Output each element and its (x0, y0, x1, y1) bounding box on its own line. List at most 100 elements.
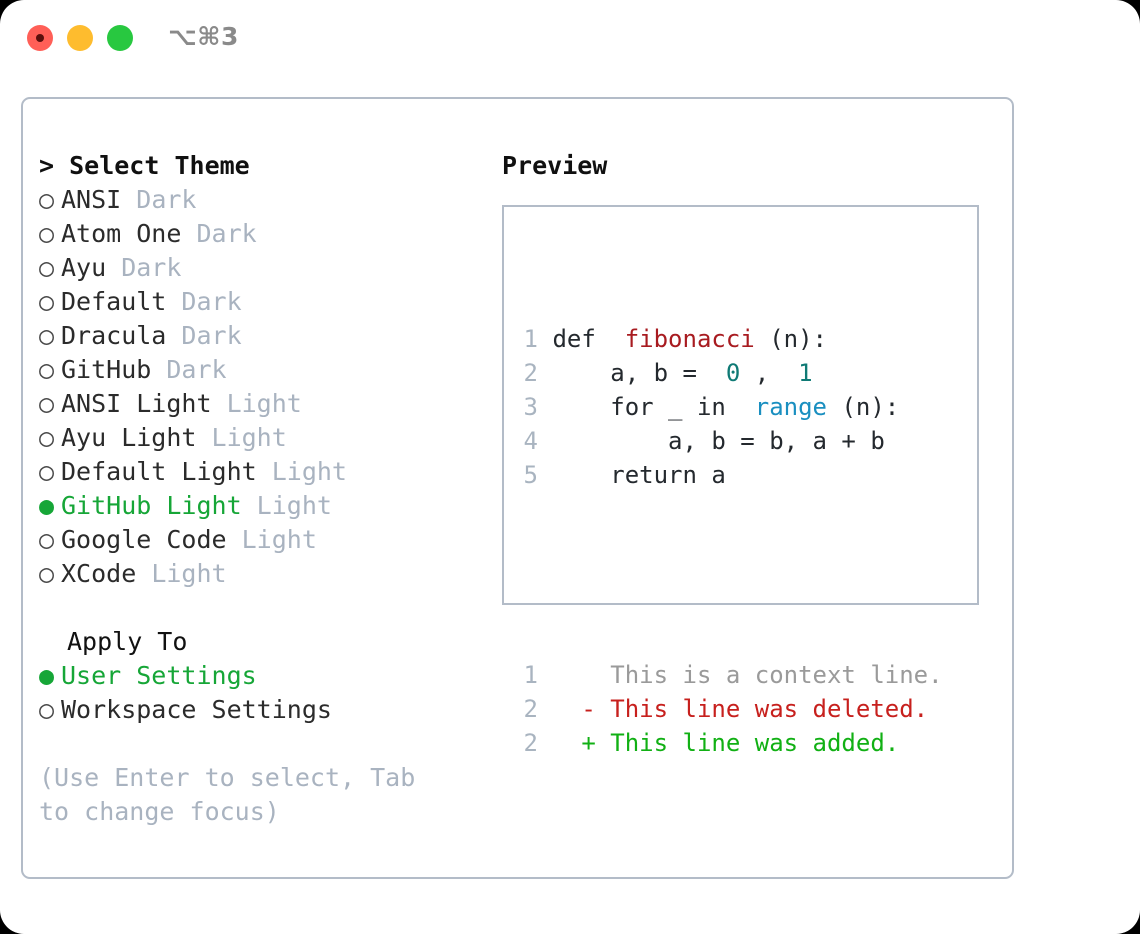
preview-title: Preview (502, 151, 608, 180)
title-bar: ⌥⌘3 (0, 0, 1140, 78)
theme-option-google-code[interactable]: ○Google Code Light (39, 523, 489, 557)
code-token-plain: def (538, 325, 611, 353)
radio-selected-icon: ● (39, 661, 55, 690)
apply-to-option-user-settings[interactable]: ●User Settings (39, 659, 489, 693)
code-line: 5 return a (516, 458, 943, 492)
line-number: 5 (523, 461, 538, 489)
maximize-button[interactable] (107, 25, 133, 51)
line-number: 1 (523, 325, 538, 353)
diff-line-text: + This line was added. (538, 729, 900, 757)
theme-option-ayu[interactable]: ○Ayu Dark (39, 251, 489, 285)
theme-option-label: Default Light (61, 457, 257, 486)
theme-option-label: Atom One (61, 219, 182, 248)
code-line: 3 for _ in range (n): (516, 390, 943, 424)
line-number: 2 (523, 695, 538, 723)
radio-unselected-icon: ○ (39, 287, 55, 316)
theme-option-label: GitHub (61, 355, 152, 384)
theme-option-label: Google Code (61, 525, 227, 554)
theme-option-github-light[interactable]: ●GitHub Light Light (39, 489, 489, 523)
code-token-plain: for _ in (538, 393, 741, 421)
apply-to-option-workspace-settings[interactable]: ○Workspace Settings (39, 693, 489, 727)
code-token-fn: fibonacci (610, 325, 755, 353)
theme-option-default[interactable]: ○Default Dark (39, 285, 489, 319)
line-number: 4 (523, 427, 538, 455)
line-number: 3 (523, 393, 538, 421)
line-number: 2 (523, 359, 538, 387)
theme-variant-tag: Dark (166, 287, 242, 316)
line-number: 2 (523, 729, 538, 757)
minimize-button[interactable] (67, 25, 93, 51)
code-token-call: range (740, 393, 827, 421)
theme-variant-tag: Dark (181, 219, 257, 248)
code-line: 1 def fibonacci (n): (516, 322, 943, 356)
radio-unselected-icon: ○ (39, 389, 55, 418)
theme-variant-tag: Dark (151, 355, 227, 384)
apply-to-option-label: Workspace Settings (61, 695, 332, 724)
theme-list: ○ANSI Dark○Atom One Dark○Ayu Dark○Defaul… (39, 183, 489, 591)
radio-unselected-icon: ○ (39, 423, 55, 452)
diff-lines: 1 This is a context line.2 - This line w… (516, 658, 943, 760)
theme-option-github[interactable]: ○GitHub Dark (39, 353, 489, 387)
close-button[interactable] (27, 25, 53, 51)
theme-option-label: GitHub Light (61, 491, 242, 520)
code-line: 2 a, b = 0 , 1 (516, 356, 943, 390)
theme-variant-tag: Light (196, 423, 287, 452)
theme-option-label: Ayu (61, 253, 107, 282)
diff-line-del: 2 - This line was deleted. (516, 692, 943, 726)
code-token-plain: (n): (827, 393, 900, 421)
radio-unselected-icon: ○ (39, 559, 55, 588)
theme-variant-tag: Dark (166, 321, 242, 350)
theme-option-ansi-light[interactable]: ○ANSI Light Light (39, 387, 489, 421)
theme-option-default-light[interactable]: ○Default Light Light (39, 455, 489, 489)
line-number: 1 (523, 661, 538, 689)
radio-unselected-icon: ○ (39, 457, 55, 486)
theme-option-label: ANSI Light (61, 389, 212, 418)
radio-unselected-icon: ○ (39, 525, 55, 554)
code-token-plain: a, b = (538, 359, 712, 387)
theme-variant-tag: Light (256, 457, 347, 486)
radio-unselected-icon: ○ (39, 695, 55, 724)
diff-line-text: This is a context line. (538, 661, 943, 689)
radio-selected-icon: ● (39, 491, 55, 520)
code-token-num: 1 (783, 359, 813, 387)
theme-option-label: XCode (61, 559, 137, 588)
theme-option-label: Default (61, 287, 167, 316)
theme-option-label: Dracula (61, 321, 167, 350)
keyboard-hint: (Use Enter to select, Tab to change focu… (39, 763, 416, 826)
theme-variant-tag: Light (241, 491, 332, 520)
theme-option-ayu-light[interactable]: ○Ayu Light Light (39, 421, 489, 455)
main-panel: > Select Theme ○ANSI Dark○Atom One Dark○… (21, 97, 1014, 879)
diff-line-add: 2 + This line was added. (516, 726, 943, 760)
apply-to-option-label: User Settings (61, 661, 257, 690)
code-token-plain: a, b = b, a + b (538, 427, 885, 455)
theme-variant-tag: Light (226, 525, 317, 554)
code-line: 4 a, b = b, a + b (516, 424, 943, 458)
theme-option-dracula[interactable]: ○Dracula Dark (39, 319, 489, 353)
code-token-plain: , (740, 359, 784, 387)
diff-line-text: - This line was deleted. (538, 695, 929, 723)
theme-option-atom-one[interactable]: ○Atom One Dark (39, 217, 489, 251)
preview-pane: Preview 1 def fibonacci (n):2 a, b = 0 ,… (502, 149, 992, 757)
theme-option-label: Ayu Light (61, 423, 197, 452)
apply-to-list: ●User Settings○Workspace Settings (39, 659, 489, 727)
theme-variant-tag: Dark (106, 253, 182, 282)
theme-picker: > Select Theme ○ANSI Dark○Atom One Dark○… (39, 149, 489, 829)
radio-unselected-icon: ○ (39, 355, 55, 384)
window-controls (27, 25, 133, 51)
code-token-plain: (n): (754, 325, 827, 353)
radio-unselected-icon: ○ (39, 219, 55, 248)
theme-variant-tag: Light (136, 559, 227, 588)
diff-line-ctx: 1 This is a context line. (516, 658, 943, 692)
code-token-plain: return a (538, 461, 726, 489)
theme-option-ansi[interactable]: ○ANSI Dark (39, 183, 489, 217)
theme-picker-heading: > Select Theme (39, 151, 250, 180)
radio-unselected-icon: ○ (39, 321, 55, 350)
radio-unselected-icon: ○ (39, 185, 55, 214)
keyboard-shortcut-label: ⌥⌘3 (168, 22, 239, 51)
theme-variant-tag: Light (211, 389, 302, 418)
theme-option-xcode[interactable]: ○XCode Light (39, 557, 489, 591)
